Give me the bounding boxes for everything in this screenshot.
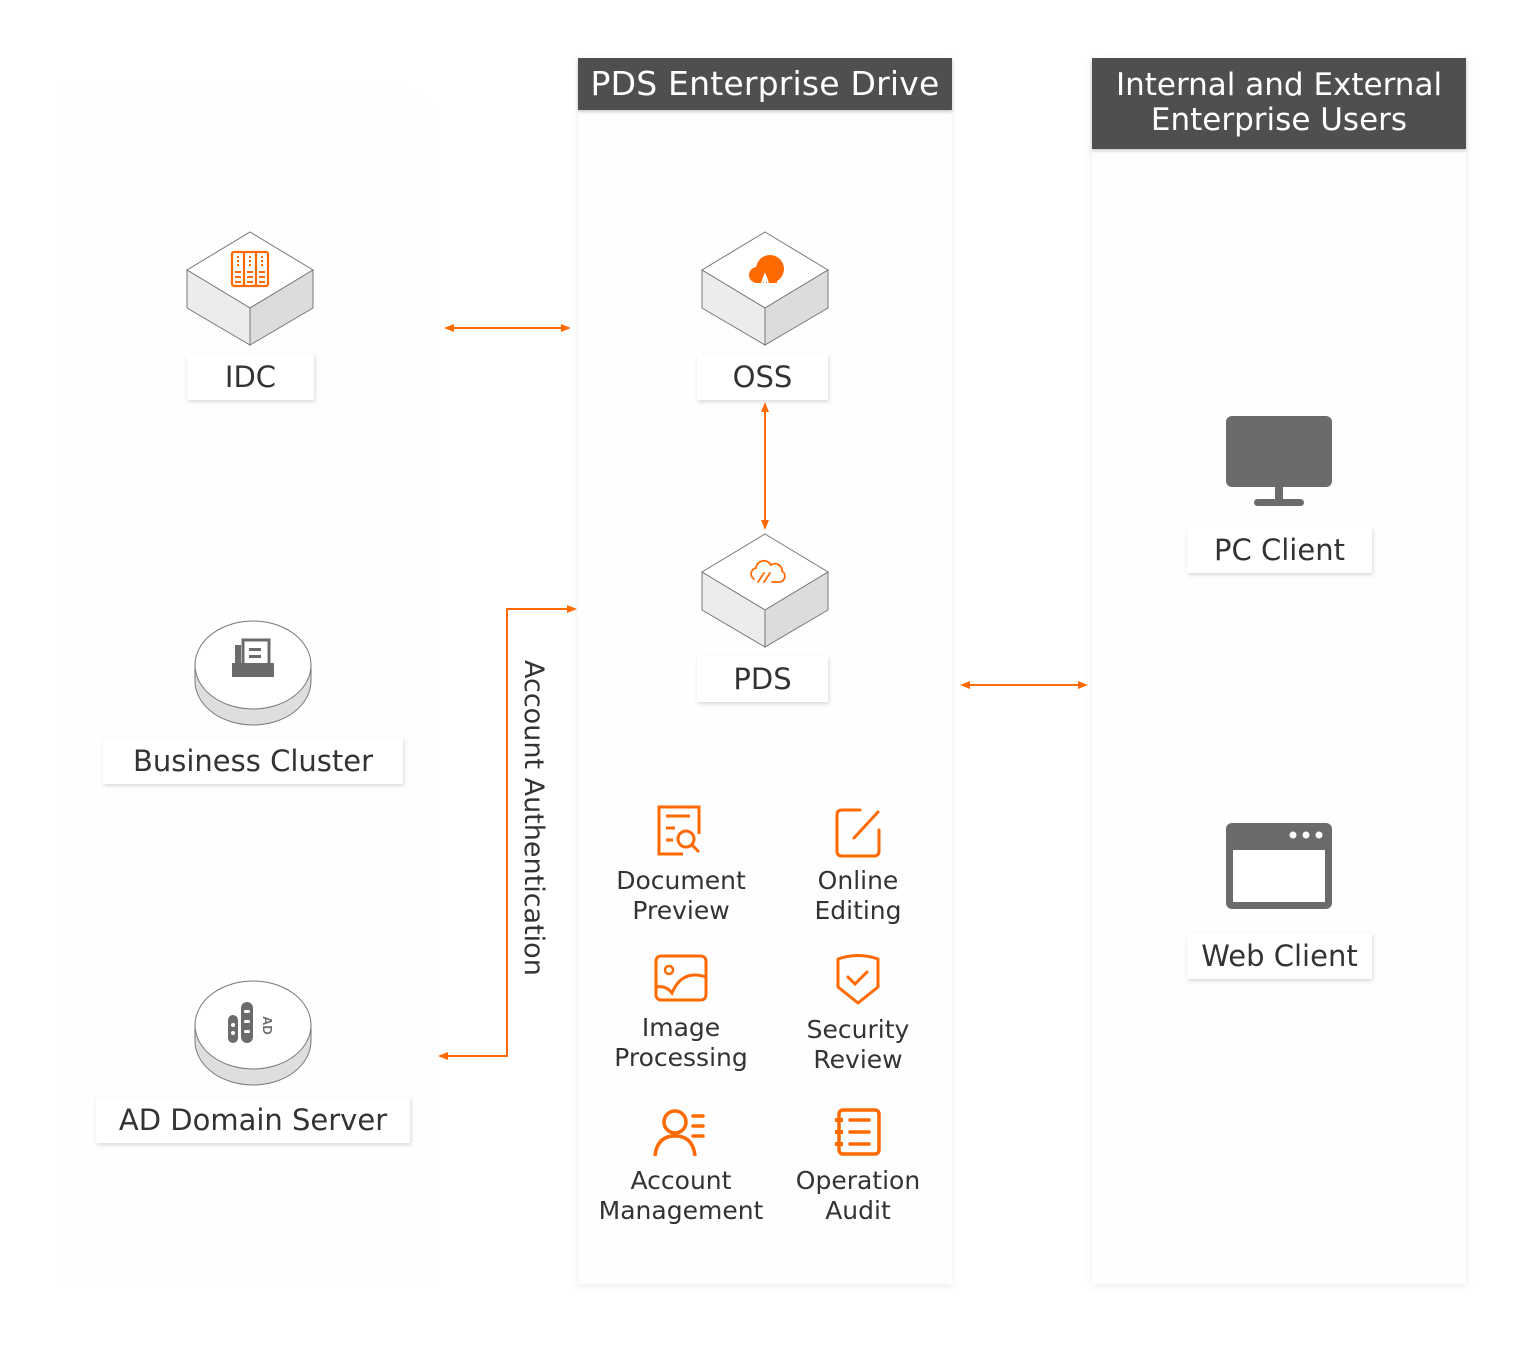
enterprise-users-title: Internal and External Enterprise Users	[1092, 58, 1466, 149]
feature-label-line2: Review	[813, 1045, 903, 1074]
ad-domain-server-cylinder-icon: AD	[194, 980, 312, 1086]
panel-enterprise-users: Internal and External Enterprise Users	[1092, 58, 1466, 1284]
feature-label-line1: Account	[630, 1166, 732, 1195]
feature-label-line1: Image	[641, 1013, 721, 1042]
audit-log-icon	[835, 1108, 881, 1156]
business-cluster-label: Business Cluster	[103, 738, 403, 784]
feature-label-line2: Management	[598, 1196, 764, 1225]
feature-label-line1: Operation	[795, 1166, 921, 1195]
pds-enterprise-drive-title: PDS Enterprise Drive	[578, 58, 952, 110]
feature-label-line1: Online	[817, 866, 899, 895]
pds-label: PDS	[697, 656, 828, 702]
user-list-icon	[653, 1109, 705, 1157]
server-rack-icon	[230, 250, 270, 288]
idc-cube-icon	[186, 231, 314, 346]
oss-cube-icon	[701, 231, 829, 346]
document-search-icon	[657, 805, 701, 856]
feature-label-line2: Audit	[825, 1196, 891, 1225]
monitor-icon	[1226, 416, 1332, 506]
business-cluster-cylinder-icon	[194, 620, 312, 726]
shield-check-icon	[836, 954, 880, 1005]
title-line1: Internal and External	[1115, 67, 1443, 103]
pc-client-label: PC Client	[1187, 527, 1372, 573]
image-icon	[654, 954, 708, 1002]
document-tray-icon	[232, 638, 274, 677]
browser-window-icon	[1226, 823, 1332, 909]
feature-label-line2: Preview	[632, 896, 730, 925]
ad-domain-server-label: AD Domain Server	[96, 1097, 410, 1143]
cloud-link-icon	[750, 559, 786, 583]
title-line2: Enterprise Users	[1150, 102, 1408, 138]
account-authentication-label-wrap: Account Authentication	[505, 660, 565, 1030]
idc-label: IDC	[187, 354, 314, 400]
feature-label-line2: Processing	[614, 1043, 748, 1072]
feature-label-line1: Document	[616, 866, 746, 895]
pds-cube-icon	[701, 533, 829, 648]
feature-label-line2: Editing	[814, 896, 902, 925]
cloud-upload-icon	[749, 255, 784, 285]
edit-icon	[835, 808, 881, 858]
svg-text:AD: AD	[260, 1016, 275, 1035]
oss-label: OSS	[697, 354, 828, 400]
ad-server-icon: AD	[228, 1002, 275, 1043]
web-client-label: Web Client	[1187, 933, 1372, 979]
feature-label-line1: Security	[806, 1015, 910, 1044]
account-authentication-label: Account Authentication	[518, 660, 549, 976]
